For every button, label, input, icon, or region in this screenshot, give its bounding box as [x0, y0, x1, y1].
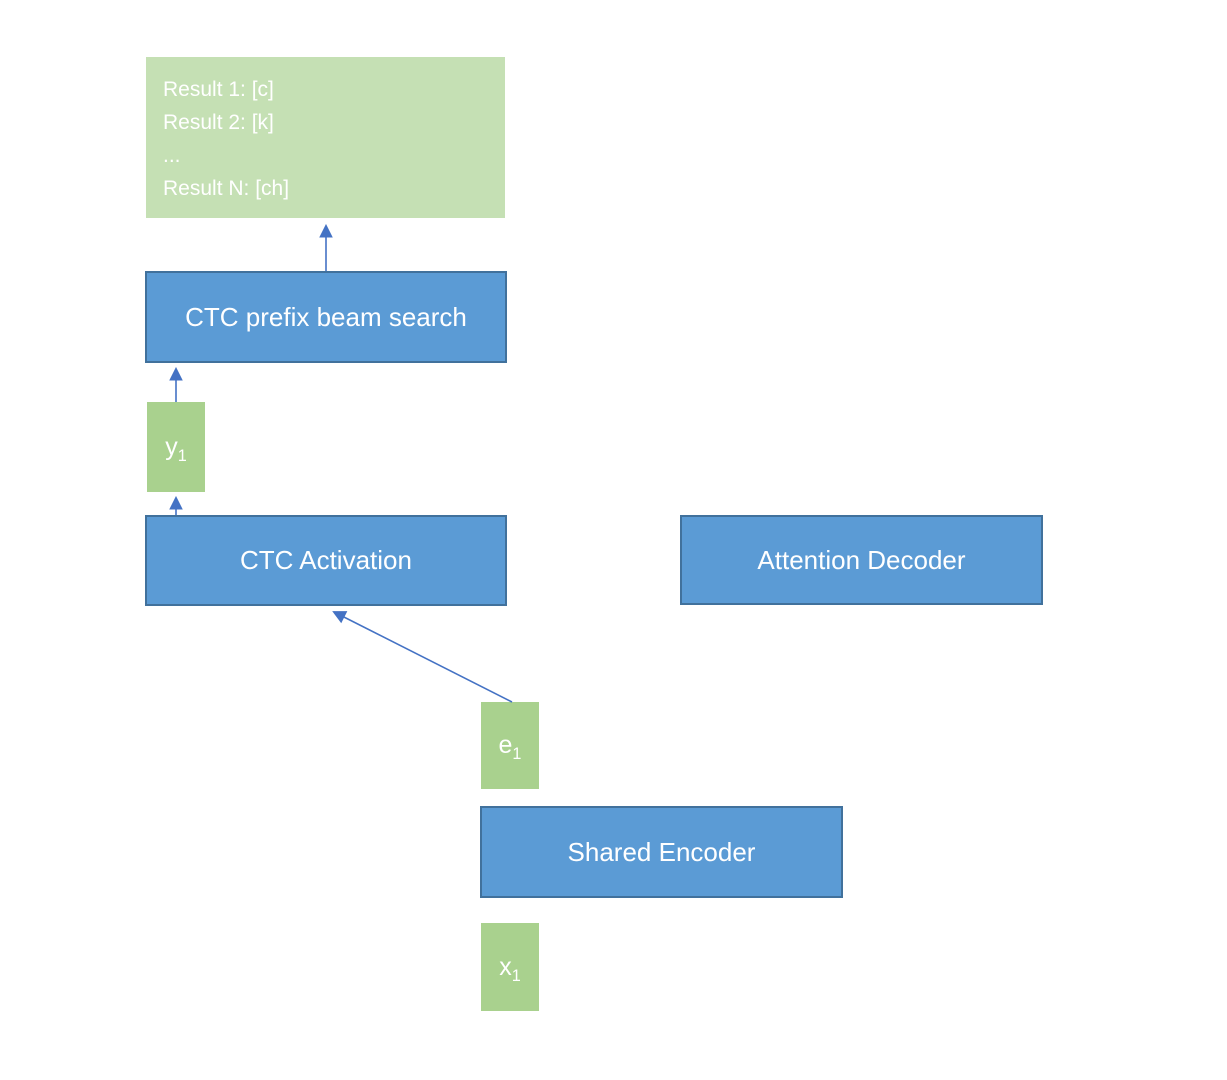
- node-x1: x1: [481, 923, 539, 1011]
- result-line: Result N: [ch]: [163, 177, 290, 200]
- node-y1: y1: [147, 402, 205, 492]
- node-label: e1: [498, 731, 522, 763]
- node-attention-decoder: Attention Decoder: [680, 515, 1043, 605]
- result-line: Result 1: [c]: [163, 78, 274, 101]
- result-line: Result 2: [k]: [163, 111, 274, 134]
- node-label: Shared Encoder: [567, 836, 756, 867]
- node-label: Attention Decoder: [757, 544, 966, 575]
- arrow-e1-to-ctc-activation: [332, 611, 513, 703]
- results-output-box: Result 1: [c] Result 2: [k] ... Result N…: [146, 57, 505, 218]
- node-label: y1: [165, 432, 187, 465]
- node-ctc-prefix-beam-search: CTC prefix beam search: [145, 271, 507, 363]
- node-label: CTC Activation: [240, 545, 412, 575]
- node-shared-encoder: Shared Encoder: [480, 806, 843, 898]
- node-e1: e1: [481, 702, 539, 789]
- node-label: CTC prefix beam search: [185, 301, 467, 332]
- node-label: x1: [499, 952, 521, 985]
- result-line: ...: [163, 144, 181, 167]
- node-ctc-activation: CTC Activation: [145, 515, 507, 606]
